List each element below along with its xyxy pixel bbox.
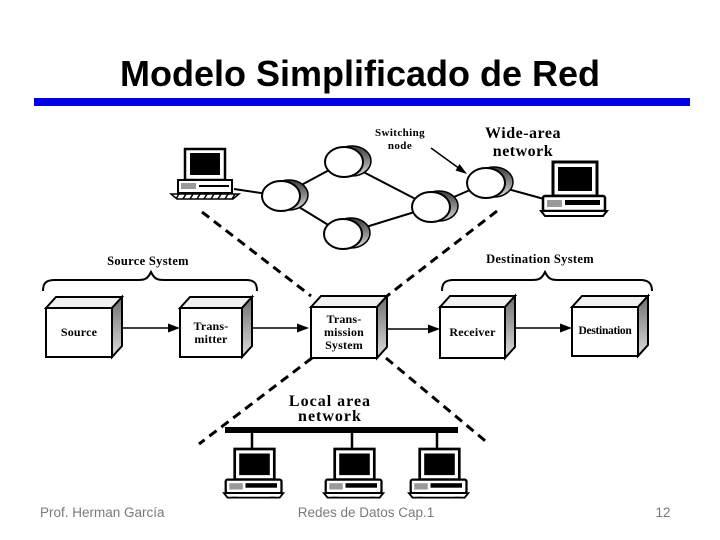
destination-box-label-line1: Destination [578, 325, 632, 337]
switching-node-label-line2: node [387, 140, 413, 152]
transmission-system-box-label: Trans- mission System [311, 307, 377, 358]
lan-bus-bar [225, 427, 458, 433]
local-area-network-label-line1: Local area [288, 393, 372, 410]
desktop-pc-icon-lan-3 [407, 447, 470, 499]
box-transmission-system [308, 293, 390, 361]
switching-node-label-line1: Switching [374, 127, 426, 139]
receiver-box-label: Receiver [440, 307, 505, 358]
destination-box-label: Destination [572, 307, 638, 356]
transmitter-box-label-line2: mitter [194, 331, 228, 346]
transmission-system-box-label-line3: System [325, 338, 363, 352]
workstation-icon-left [169, 147, 241, 201]
projection-dashed-lines [198, 209, 498, 446]
switching-node-pointer-arrow [430, 147, 467, 174]
footer-author: Prof. Herman García [40, 505, 165, 520]
local-area-network-label: Local area network [260, 393, 400, 425]
transmitter-box-label-line1: Trans- [193, 318, 229, 333]
slide-title: Modelo Simplificado de Red [119, 53, 601, 94]
transmission-system-box-label-line1: Trans- [326, 312, 362, 326]
destination-system-brace [441, 269, 653, 292]
source-system-brace [42, 269, 258, 292]
switching-node-3 [323, 217, 371, 250]
destination-system-label: Destination System [486, 252, 594, 266]
desktop-pc-icon-lan-1 [222, 447, 285, 499]
switching-node-5 [466, 166, 514, 199]
desktop-pc-icon-lan-2 [322, 447, 385, 499]
wide-area-network-label: Wide-area network [453, 125, 593, 161]
transmission-system-box-label-line2: mission [323, 325, 365, 339]
box-source [43, 294, 125, 360]
footer-page-number: 12 [655, 505, 671, 520]
switching-node-1 [261, 179, 309, 212]
source-box-label: Source [46, 308, 112, 357]
source-system-label: Source System [107, 254, 189, 268]
box-transmitter [177, 294, 255, 360]
title-underline-bar [34, 98, 690, 106]
wide-area-network-label-line1: Wide-area [485, 125, 561, 142]
receiver-box-label-line1: Receiver [449, 325, 496, 339]
desktop-pc-icon-right [539, 160, 609, 218]
wide-area-network-label-line2: network [492, 143, 554, 160]
footer-course: Redes de Datos Cap.1 [297, 505, 435, 520]
switching-node-label: Switching node [350, 127, 450, 153]
local-area-network-label-line2: network [298, 408, 362, 425]
switching-node-4 [411, 190, 459, 223]
transmitter-box-label: Trans- mitter [180, 308, 242, 357]
source-box-label-line1: Source [60, 325, 98, 339]
flow-arrows [122, 323, 572, 334]
box-receiver [437, 293, 518, 361]
box-destination [569, 293, 651, 359]
